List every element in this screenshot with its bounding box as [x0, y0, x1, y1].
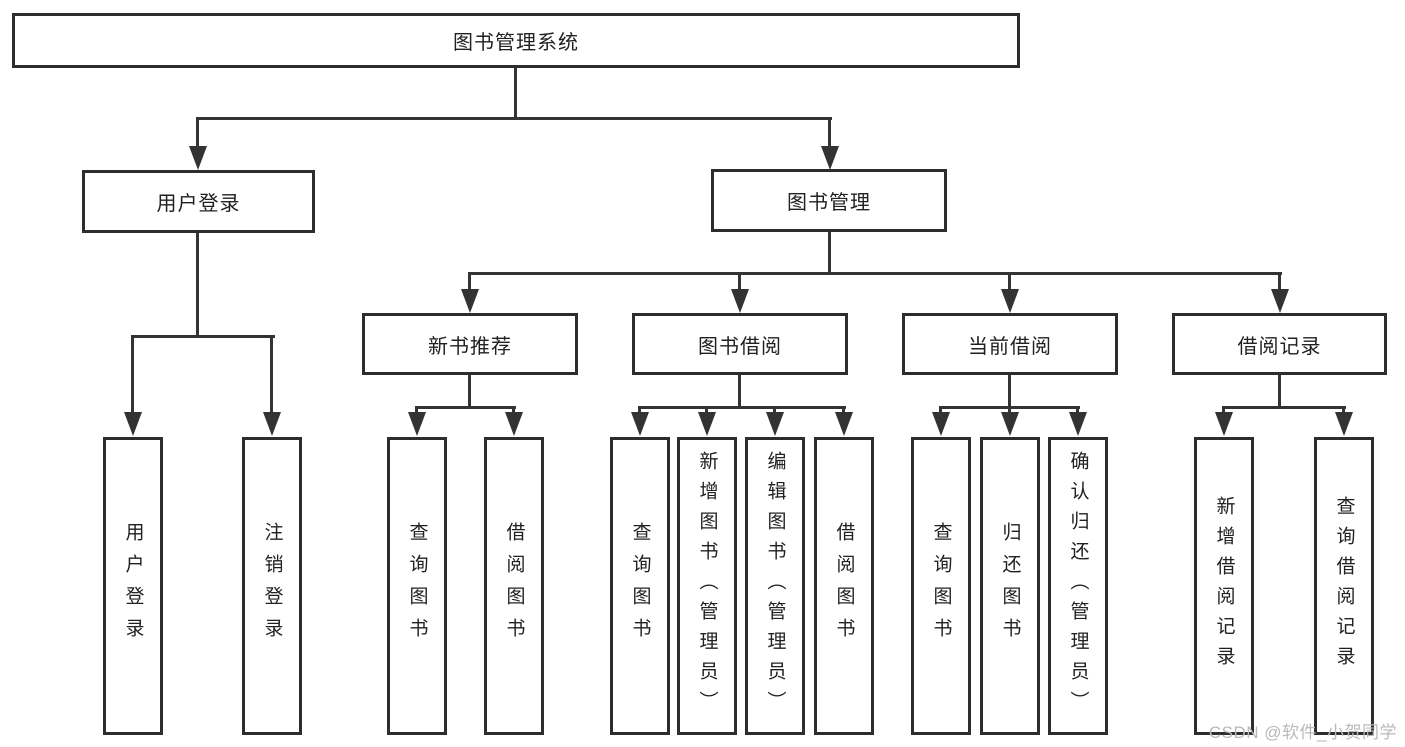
- connector-drop-leaf-logout: [270, 335, 273, 413]
- connector-drop-leaf-user-login: [131, 335, 134, 413]
- leaf-user-login: 用户登录: [103, 437, 163, 735]
- connector-drop-cb-query: [939, 406, 942, 415]
- connector-drop-cb-confirm: [1076, 406, 1079, 415]
- node-label: 借阅记录: [1237, 335, 1322, 358]
- node-label: 用户登录: [156, 193, 241, 215]
- connector-bookmgmt-branch: [468, 272, 1282, 275]
- leaf-cb-return-book: 归还图书: [980, 437, 1040, 735]
- down-arrowhead: [189, 146, 207, 170]
- connector-drop-bb-add: [705, 406, 708, 415]
- down-arrowhead: [698, 412, 716, 436]
- connector-drop-br-add: [1222, 406, 1225, 415]
- leaf-bb-borrow-book: 借阅图书: [814, 437, 874, 735]
- leaf-label: 查询图书: [629, 522, 651, 650]
- connector-drop-book-borrow: [738, 272, 741, 292]
- leaf-label: 借阅图书: [503, 522, 525, 650]
- down-arrowhead: [631, 412, 649, 436]
- leaf-bb-edit-book-admin: 编辑图书（管理员）: [745, 437, 805, 735]
- down-arrowhead: [505, 412, 523, 436]
- down-arrowhead: [1001, 412, 1019, 436]
- node-book-borrow: 图书借阅: [632, 313, 848, 375]
- node-borrow-record: 借阅记录: [1172, 313, 1387, 375]
- leaf-label: 借阅图书: [833, 522, 855, 650]
- down-arrowhead: [1215, 412, 1233, 436]
- leaf-logout: 注销登录: [242, 437, 302, 735]
- connector-root-branch: [196, 117, 832, 120]
- down-arrowhead: [461, 289, 479, 313]
- down-arrowhead: [932, 412, 950, 436]
- connector-drop-bb-edit: [773, 406, 776, 415]
- connector-drop-bb-query: [638, 406, 641, 415]
- down-arrowhead: [408, 412, 426, 436]
- leaf-nb-borrow-book: 借阅图书: [484, 437, 544, 735]
- node-label: 图书管理系统: [453, 32, 579, 54]
- connector-bookmgmt-stem: [828, 232, 831, 275]
- node-current-borrow: 当前借阅: [902, 313, 1118, 375]
- down-arrowhead: [1069, 412, 1087, 436]
- leaf-cb-confirm-return-admin: 确认归还（管理员）: [1048, 437, 1108, 735]
- connector-root-stem: [514, 68, 517, 119]
- node-user-login: 用户登录: [82, 170, 315, 233]
- connector-drop-user-login: [196, 117, 199, 149]
- leaf-bb-query-book: 查询图书: [610, 437, 670, 735]
- leaf-nb-query-book: 查询图书: [387, 437, 447, 735]
- down-arrowhead: [263, 412, 281, 436]
- leaf-label: 用户登录: [122, 522, 144, 650]
- leaf-br-add-record: 新增借阅记录: [1194, 437, 1254, 735]
- leaf-label: 查询图书: [406, 522, 428, 650]
- leaf-br-query-record: 查询借阅记录: [1314, 437, 1374, 735]
- down-arrowhead: [731, 289, 749, 313]
- node-label: 新书推荐: [428, 335, 512, 358]
- node-book-management: 图书管理: [711, 169, 947, 232]
- connector-drop-book-management: [828, 117, 831, 149]
- node-new-book-recommend: 新书推荐: [362, 313, 578, 375]
- leaf-label: 确认归还（管理员）: [1067, 451, 1089, 721]
- down-arrowhead: [821, 146, 839, 170]
- down-arrowhead: [1001, 289, 1019, 313]
- connector-userlogin-branch: [131, 335, 275, 338]
- connector-bookborrow-stem: [738, 375, 741, 409]
- leaf-label: 注销登录: [261, 522, 283, 650]
- connector-drop-nb-query: [415, 406, 418, 415]
- connector-borrowrecord-stem: [1278, 375, 1281, 409]
- leaf-label: 编辑图书（管理员）: [764, 451, 786, 721]
- connector-drop-br-query: [1342, 406, 1345, 415]
- connector-drop-bb-borrow: [842, 406, 845, 415]
- connector-bookborrow-branch: [638, 406, 846, 409]
- connector-newbook-stem: [468, 375, 471, 409]
- node-label: 图书借阅: [698, 335, 782, 358]
- down-arrowhead: [766, 412, 784, 436]
- leaf-label: 查询借阅记录: [1333, 496, 1355, 676]
- connector-drop-current-borrow: [1008, 272, 1011, 292]
- leaf-label: 归还图书: [999, 522, 1021, 650]
- down-arrowhead: [1335, 412, 1353, 436]
- connector-newbook-branch: [415, 406, 516, 409]
- connector-drop-nb-borrow: [512, 406, 515, 415]
- node-root-system: 图书管理系统: [12, 13, 1020, 68]
- node-label: 图书管理: [787, 192, 871, 214]
- down-arrowhead: [1271, 289, 1289, 313]
- connector-userlogin-stem: [196, 233, 199, 338]
- node-label: 当前借阅: [968, 335, 1052, 358]
- connector-drop-new-book: [468, 272, 471, 292]
- connector-currentborrow-stem: [1008, 375, 1011, 409]
- connector-borrowrecord-branch: [1222, 406, 1346, 409]
- connector-drop-cb-return: [1008, 406, 1011, 415]
- leaf-cb-query-book: 查询图书: [911, 437, 971, 735]
- csdn-watermark: CSDN @软件_小贺同学: [1208, 723, 1397, 742]
- leaf-label: 新增借阅记录: [1213, 496, 1235, 676]
- leaf-bb-add-book-admin: 新增图书（管理员）: [677, 437, 737, 735]
- down-arrowhead: [835, 412, 853, 436]
- leaf-label: 新增图书（管理员）: [696, 451, 718, 721]
- connector-drop-borrow-record: [1278, 272, 1281, 292]
- down-arrowhead: [124, 412, 142, 436]
- leaf-label: 查询图书: [930, 522, 952, 650]
